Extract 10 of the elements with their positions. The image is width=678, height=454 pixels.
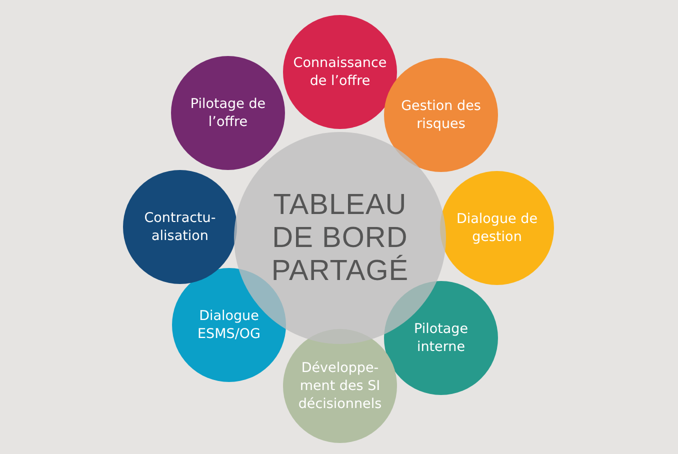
topic-label: Gestion des risques	[400, 97, 482, 133]
topic-label: Dialogue de gestion	[456, 210, 538, 246]
topic-label: Pilotage interne	[412, 320, 470, 356]
topic-label: Contractu- alisation	[143, 209, 217, 245]
topic-circle	[440, 171, 554, 285]
topic-label: Développe- ment des SI décisionnels	[297, 359, 383, 413]
central-title: TABLEAU DE BORD PARTAGÉ	[270, 188, 410, 288]
topic-label: Pilotage de l’offre	[189, 95, 267, 131]
topic-label: Dialogue ESMS/OG	[196, 307, 262, 343]
topic-label: Connaissance de l’offre	[292, 54, 388, 90]
